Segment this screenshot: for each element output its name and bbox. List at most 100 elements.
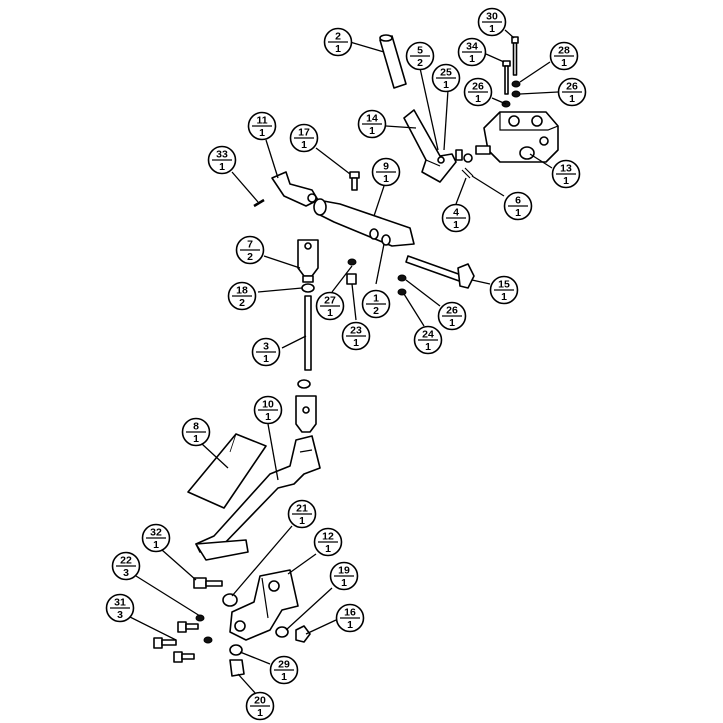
balloon-part-31: 313 — [105, 593, 135, 623]
balloon-part-number: 26 — [446, 305, 458, 317]
balloon-part-number: 8 — [193, 421, 199, 433]
part-8-pedal-pad — [187, 433, 267, 509]
balloon-quantity: 1 — [219, 161, 225, 173]
balloon-part-4: 41 — [441, 203, 471, 233]
balloon-part-15: 151 — [489, 275, 519, 305]
balloon-quantity: 1 — [257, 707, 263, 719]
part-23-nut — [346, 273, 357, 285]
leader-lines — [123, 29, 559, 695]
part-31-bolt-b — [173, 651, 195, 663]
balloon-quantity: 1 — [443, 79, 449, 91]
balloon-part-number: 17 — [298, 127, 310, 139]
part-16-nut — [295, 625, 311, 643]
balloon-part-28: 281 — [549, 41, 579, 71]
part-6-spring — [461, 167, 474, 179]
balloon-part-30: 301 — [477, 7, 507, 37]
part-24-nut — [397, 288, 407, 296]
balloon-quantity: 1 — [501, 291, 507, 303]
balloon-part-number: 21 — [296, 503, 308, 515]
balloon-part-13: 131 — [551, 159, 581, 189]
balloon-part-26: 261 — [437, 301, 467, 331]
balloon-part-16: 161 — [335, 603, 365, 633]
balloon-part-number: 4 — [453, 207, 459, 219]
balloon-quantity: 1 — [353, 337, 359, 349]
balloon-part-number: 18 — [236, 285, 248, 297]
balloon-quantity: 2 — [417, 57, 423, 69]
part-14-lever — [403, 109, 457, 183]
part-12-bracket-plate — [229, 569, 299, 641]
balloon-part-10: 101 — [253, 395, 283, 425]
balloon-part-number: 20 — [254, 695, 266, 707]
balloon-part-number: 14 — [366, 113, 378, 125]
balloon-part-number: 22 — [120, 555, 132, 567]
part-9-shaft-arm — [313, 198, 415, 247]
balloon-part-number: 25 — [440, 67, 452, 79]
balloon-part-27: 271 — [315, 291, 345, 321]
balloon-part-number: 19 — [338, 565, 350, 577]
balloon-part-number: 1 — [373, 293, 379, 305]
part-21-washer — [222, 593, 238, 607]
part-11-bracket — [271, 171, 319, 207]
balloon-quantity: 2 — [239, 297, 245, 309]
balloon-part-number: 30 — [486, 11, 498, 23]
balloon-quantity: 1 — [325, 543, 331, 555]
part-33-pin — [253, 198, 265, 208]
balloon-part-number: 23 — [350, 325, 362, 337]
balloon-part-number: 12 — [322, 531, 334, 543]
balloon-part-number: 32 — [150, 527, 162, 539]
balloon-part-11: 111 — [247, 111, 277, 141]
balloon-quantity: 1 — [299, 515, 305, 527]
balloon-part-17: 171 — [289, 123, 319, 153]
balloon-part-number: 10 — [262, 399, 274, 411]
part-2-shaft — [379, 34, 407, 89]
part-13-valve-body — [475, 111, 559, 163]
part-26-washer-c — [397, 274, 407, 282]
balloon-part-number: 16 — [344, 607, 356, 619]
balloon-part-12: 121 — [313, 527, 343, 557]
balloon-quantity: 1 — [341, 577, 347, 589]
balloon-quantity: 2 — [373, 305, 379, 317]
balloon-part-33: 331 — [207, 145, 237, 175]
part-10-pedal-arm — [195, 435, 321, 561]
balloon-part-number: 9 — [383, 161, 389, 173]
balloon-part-26: 261 — [557, 77, 587, 107]
balloon-part-number: 5 — [417, 45, 423, 57]
balloon-part-number: 29 — [278, 659, 290, 671]
balloon-part-9: 91 — [371, 157, 401, 187]
balloon-part-number: 33 — [216, 149, 228, 161]
part-17-bolt — [349, 171, 360, 191]
balloon-part-22: 223 — [111, 551, 141, 581]
part-32-bolt — [193, 577, 223, 589]
balloon-quantity: 1 — [153, 539, 159, 551]
balloon-quantity: 1 — [449, 317, 455, 329]
balloon-quantity: 1 — [369, 125, 375, 137]
balloon-part-25: 251 — [431, 63, 461, 93]
balloon-quantity: 1 — [327, 307, 333, 319]
part-7-clevis-bottom — [295, 395, 317, 433]
balloon-part-18: 182 — [227, 281, 257, 311]
part-22-nut-a — [195, 614, 205, 622]
balloon-part-number: 13 — [560, 163, 572, 175]
part-19-washer — [275, 626, 289, 638]
balloon-quantity: 1 — [265, 411, 271, 423]
balloon-part-26: 261 — [463, 77, 493, 107]
balloon-part-number: 6 — [515, 195, 521, 207]
balloon-quantity: 1 — [263, 353, 269, 365]
balloon-part-24: 241 — [413, 325, 443, 355]
part-28-washer — [511, 80, 521, 88]
part-31-bolt-c — [177, 621, 199, 633]
part-31-bolt-a — [153, 637, 177, 649]
balloon-quantity: 1 — [569, 93, 575, 105]
balloon-part-number: 34 — [466, 41, 478, 53]
balloon-part-2: 21 — [323, 27, 353, 57]
part-27-nut — [347, 258, 357, 266]
balloon-quantity: 1 — [453, 219, 459, 231]
balloon-quantity: 3 — [117, 609, 123, 621]
balloon-part-20: 201 — [245, 691, 275, 721]
balloon-quantity: 1 — [515, 207, 521, 219]
balloon-quantity: 1 — [475, 93, 481, 105]
balloon-quantity: 1 — [301, 139, 307, 151]
